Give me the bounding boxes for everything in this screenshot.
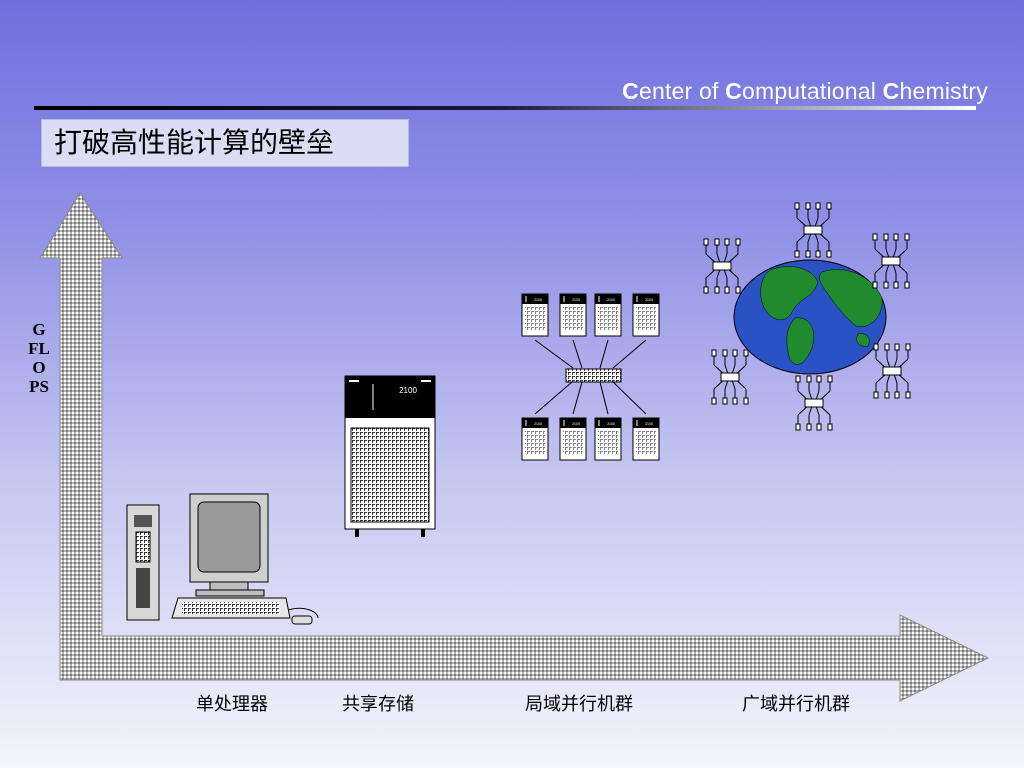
lan-cluster-icon xyxy=(521,293,660,461)
x-category-single-processor: 单处理器 xyxy=(196,694,268,715)
globe-network-icon xyxy=(703,202,911,431)
x-category-wan-cluster: 广域并行机群 xyxy=(742,694,850,715)
x-category-lan-cluster: 局域并行机群 xyxy=(525,694,633,715)
y-axis-arrow xyxy=(39,192,123,637)
desktop-pc-icon xyxy=(126,493,319,625)
slide-title: 打破高性能计算的壁垒 xyxy=(41,119,409,167)
server-cabinet-icon: 2100 xyxy=(344,375,436,537)
y-axis-label: GFLOPS xyxy=(28,320,50,396)
x-axis-arrow xyxy=(59,614,990,702)
server-model-label: 2100 xyxy=(399,386,417,395)
header-rule xyxy=(34,106,976,110)
x-category-shared-memory: 共享存储 xyxy=(342,694,414,715)
header-org-name: Center of Computational Chemistry xyxy=(622,78,988,104)
